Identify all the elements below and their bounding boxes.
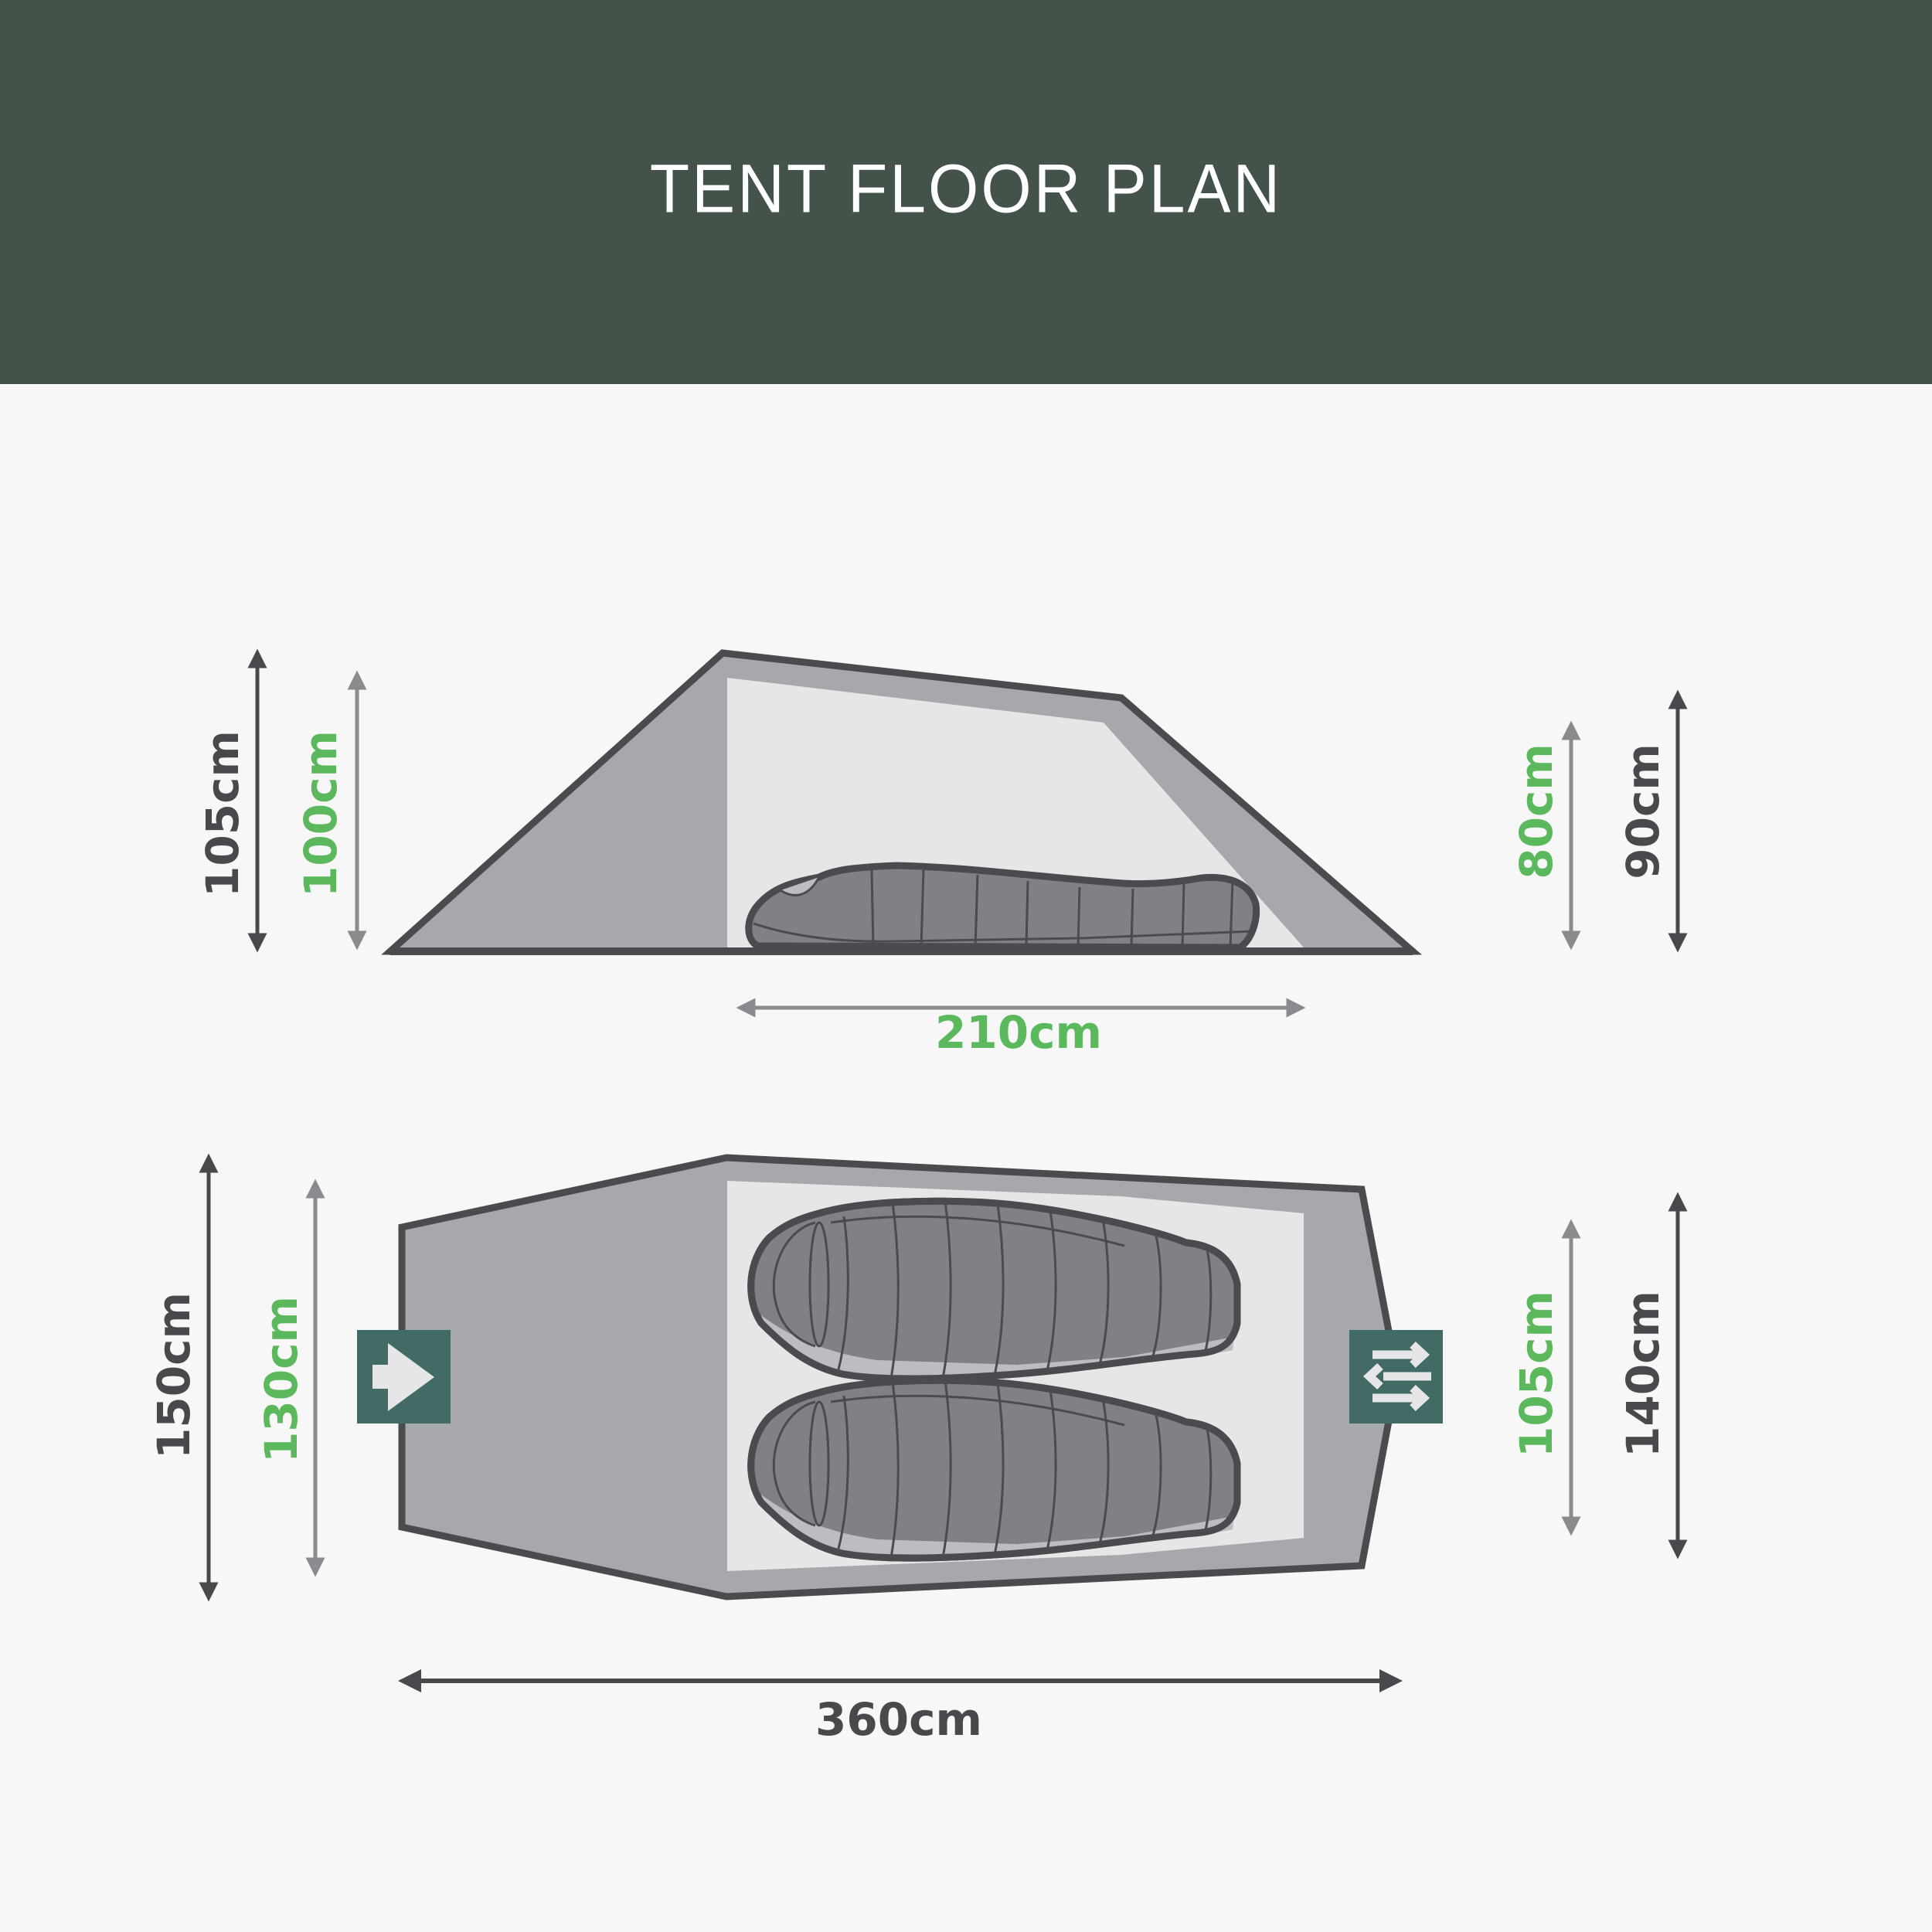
label-210cm: 210cm xyxy=(935,1006,1102,1059)
label-360cm: 360cm xyxy=(815,1693,982,1746)
header-banner: TENT FLOOR PLAN xyxy=(0,0,1932,384)
side-sleeping-bag xyxy=(745,862,1260,951)
floor-plan: 150cm 130cm 105cm 140cm 360cm xyxy=(148,1153,1688,1746)
label-150cm: 150cm xyxy=(148,1292,200,1459)
label-140cm: 140cm xyxy=(1617,1291,1669,1458)
label-105cm-floor: 105cm xyxy=(1510,1291,1563,1458)
label-105cm: 105cm xyxy=(196,730,249,897)
entrance-arrow-icon xyxy=(357,1330,451,1423)
label-130cm: 130cm xyxy=(255,1296,308,1463)
label-80cm: 80cm xyxy=(1510,743,1563,879)
page-title: TENT FLOOR PLAN xyxy=(649,150,1283,227)
label-100cm: 100cm xyxy=(294,730,347,897)
ventilation-arrows-icon xyxy=(1349,1330,1443,1423)
label-90cm: 90cm xyxy=(1617,743,1669,879)
side-view: 105cm 100cm 80cm 90cm 210cm xyxy=(196,648,1688,1059)
